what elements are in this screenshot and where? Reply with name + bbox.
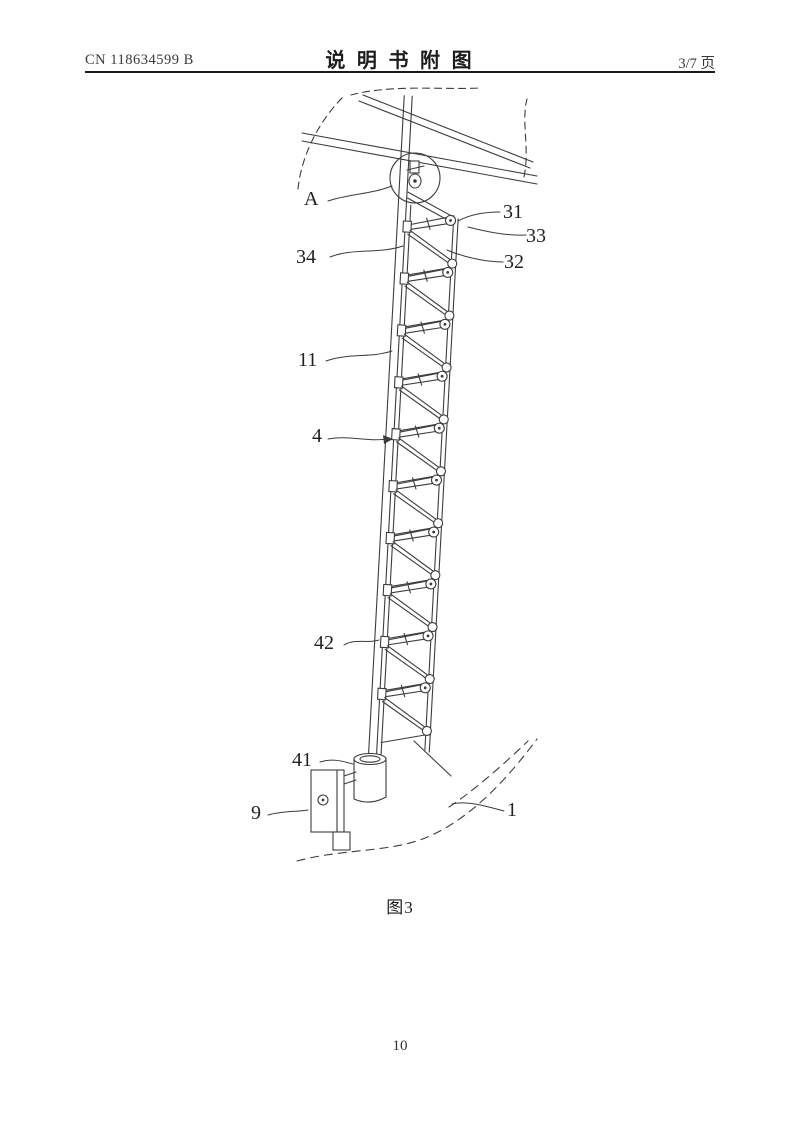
ref-label-34: 34 xyxy=(296,246,316,268)
page-header: CN 118634599 B 说 明 书 附 图 3/7 页 xyxy=(85,44,715,72)
ref-label-A: A xyxy=(304,188,319,210)
page-number: 10 xyxy=(392,1038,408,1054)
ref-label-31: 31 xyxy=(503,201,523,223)
roller-cylinder xyxy=(353,752,387,803)
ref-label-4: 4 xyxy=(312,425,322,447)
ref-label-41: 41 xyxy=(292,749,312,771)
detail-circle-a xyxy=(389,152,441,204)
document-title: 说 明 书 附 图 xyxy=(325,50,475,72)
ref-label-42: 42 xyxy=(314,632,334,654)
ref-label-9: 9 xyxy=(251,802,261,824)
ceiling-structure xyxy=(297,87,538,190)
leader-lines xyxy=(267,185,527,816)
figure-caption: 图3 xyxy=(386,898,414,917)
ref-label-33: 33 xyxy=(526,225,546,247)
bottom-bracket xyxy=(310,769,357,851)
patent-number: CN 118634599 B xyxy=(85,52,194,68)
ref-label-1: 1 xyxy=(507,799,517,821)
truss-bay xyxy=(374,679,435,746)
header-rule xyxy=(85,71,715,73)
ground-break-lines xyxy=(296,738,538,862)
main-ladder xyxy=(367,95,460,765)
page-indicator: 3/7 页 xyxy=(678,56,715,72)
lower-diagonal-strut xyxy=(413,740,452,777)
ref-label-11: 11 xyxy=(298,349,318,371)
ref-label-32: 32 xyxy=(504,251,524,273)
